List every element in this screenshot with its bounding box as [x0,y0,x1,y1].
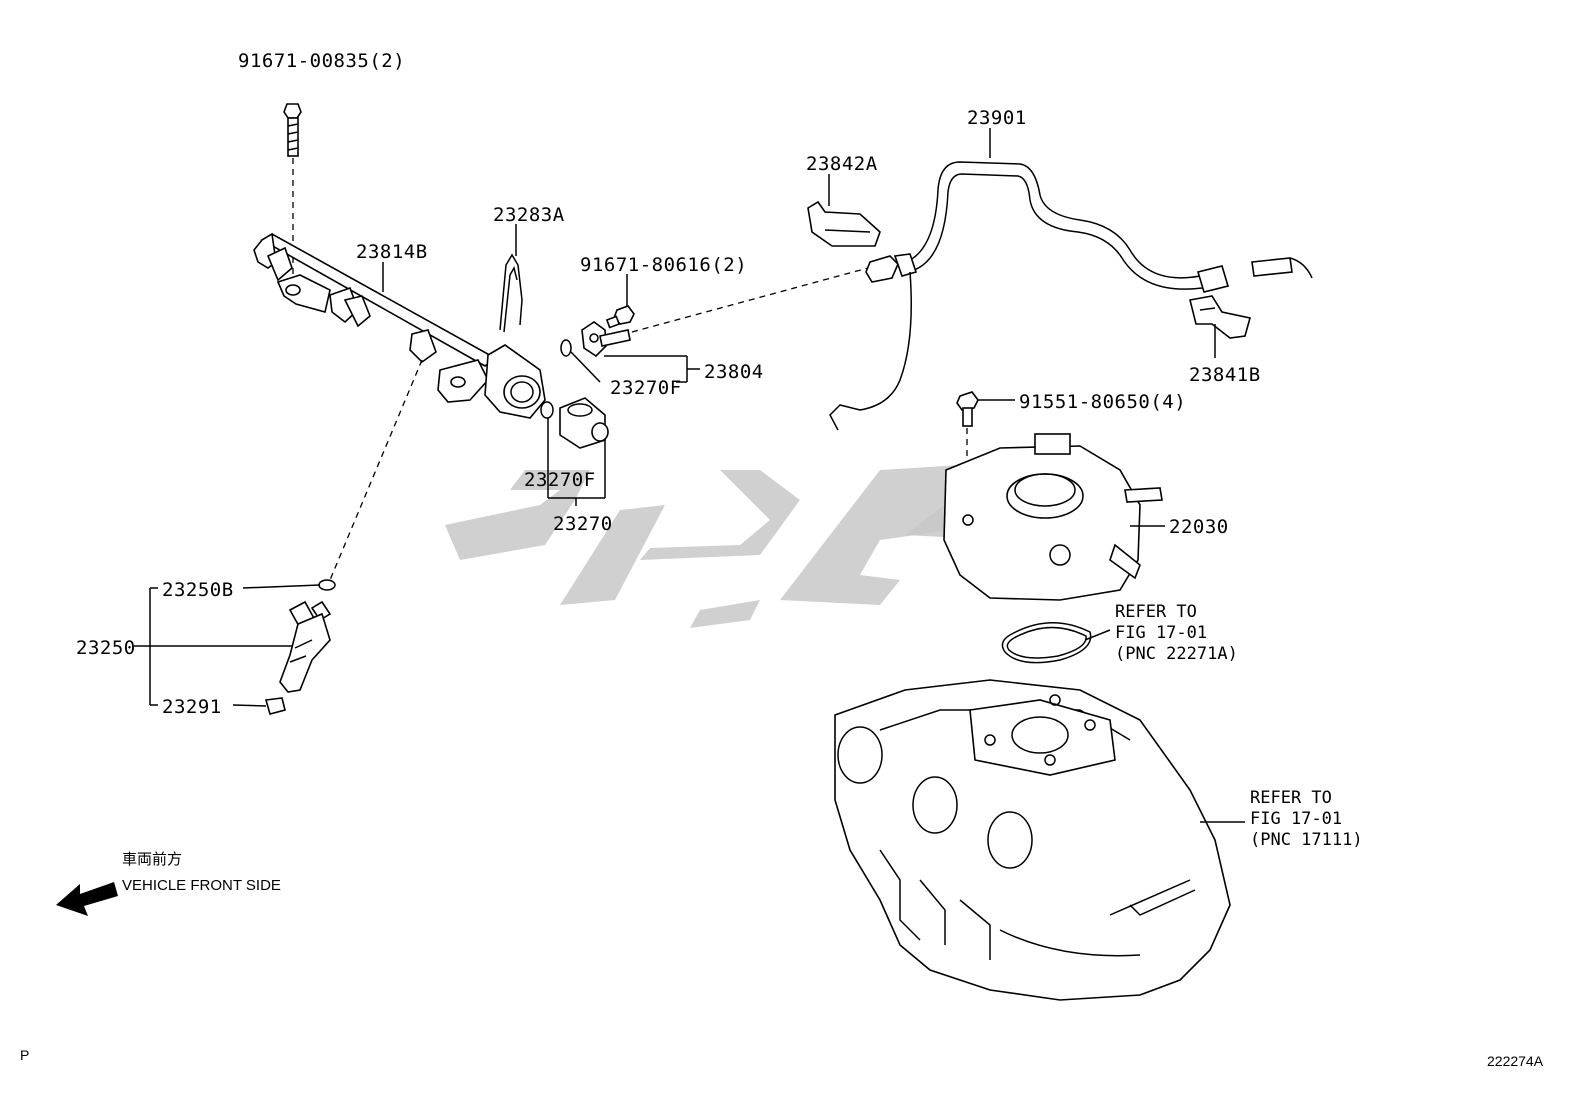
label-damper: 23804 [704,361,764,383]
regulator-housing-icon [484,344,546,419]
label-fuel-pipe: 23901 [967,107,1027,129]
manifold-ref-line2: FIG 17-01 [1250,809,1342,829]
insulator-icon [264,697,286,715]
manifold-ref-line1: REFER TO [1250,788,1332,808]
bolt-mid-icon [605,305,635,329]
label-regulator: 23270 [553,513,613,535]
pressure-regulator-icon [559,397,609,449]
figure-id-label: 222274A [1487,1053,1544,1069]
gasket-ref-line2: FIG 17-01 [1115,623,1207,643]
clamp-icon [1189,295,1251,339]
label-injector: 23250 [76,637,136,659]
o-ring-2-icon [540,401,554,419]
label-bolt-right: 91551-80650(4) [1019,391,1186,413]
label-o-ring-1: 23270F [610,377,682,399]
bolt-right-icon [956,391,979,427]
gasket-ref-line3: (PNC 22271A) [1115,644,1238,664]
throttle-body-icon [943,433,1163,601]
injector-icon [279,600,332,693]
manifold-ref-line3: (PNC 17111) [1250,830,1363,850]
label-bracket-top: 23842A [806,153,878,175]
label-clamp: 23841B [1189,364,1261,386]
label-fuel-rail: 23814B [356,241,428,263]
direction-japanese: 車両前方 [122,851,182,868]
o-ring-1-icon [560,339,572,357]
label-throttle-body: 22030 [1169,516,1229,538]
corner-left-label: P [20,1047,29,1063]
bracket-top-icon [807,200,881,247]
leader-lines [134,128,1245,823]
label-insulator: 23291 [162,696,222,718]
label-bolt-mid: 91671-80616(2) [580,254,747,276]
direction-english: VEHICLE FRONT SIDE [122,877,281,894]
pulsation-damper-icon [581,321,631,358]
label-bolt-top: 91671-00835(2) [238,50,405,72]
bolt-top-icon [283,103,302,157]
intake-manifold-icon [834,679,1231,1001]
label-o-ring-2: 23270F [524,469,596,491]
gasket-icon [1001,622,1092,664]
injector-seal-icon [318,579,336,591]
fuel-pipe-icon [829,161,1313,431]
arrow-left-down-icon [56,882,118,916]
clip-icon [499,253,523,333]
gasket-ref-line1: REFER TO [1115,602,1197,622]
label-clip: 23283A [493,204,565,226]
label-injector-seal: 23250B [162,579,234,601]
